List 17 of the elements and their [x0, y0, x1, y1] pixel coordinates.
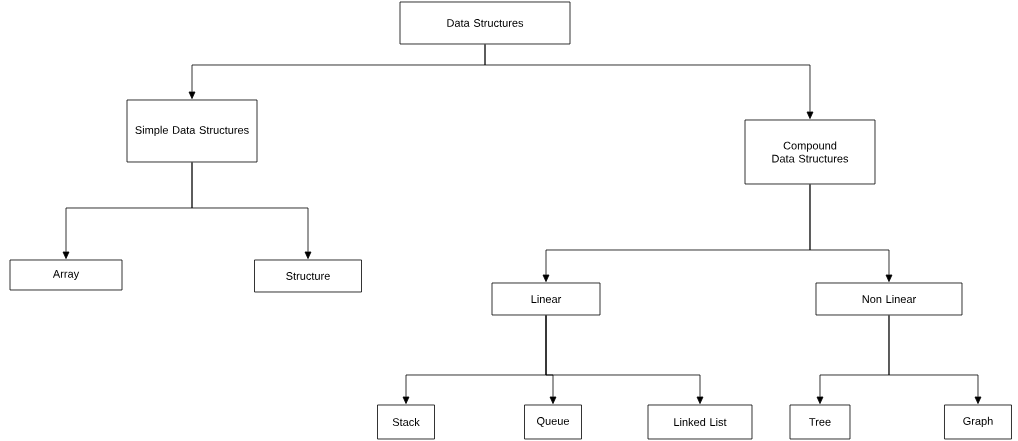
box: Simple Data Structures [126, 99, 258, 163]
box: Compound Data Structures [744, 119, 876, 185]
box: Non Linear [815, 282, 963, 316]
box: Linear [491, 282, 601, 316]
box: Array [9, 259, 123, 291]
arrow [191, 162, 312, 259]
arrow [545, 315, 704, 404]
box: Structure [254, 259, 362, 293]
arrow [809, 184, 893, 282]
arrow [484, 44, 814, 119]
box: Data Structures [399, 1, 571, 45]
box: Tree [789, 404, 851, 440]
box: Queue [524, 404, 582, 440]
box: Linked List [647, 404, 753, 440]
arrow [888, 315, 982, 404]
box: Graph [944, 404, 1012, 440]
box: Stack [377, 404, 435, 440]
